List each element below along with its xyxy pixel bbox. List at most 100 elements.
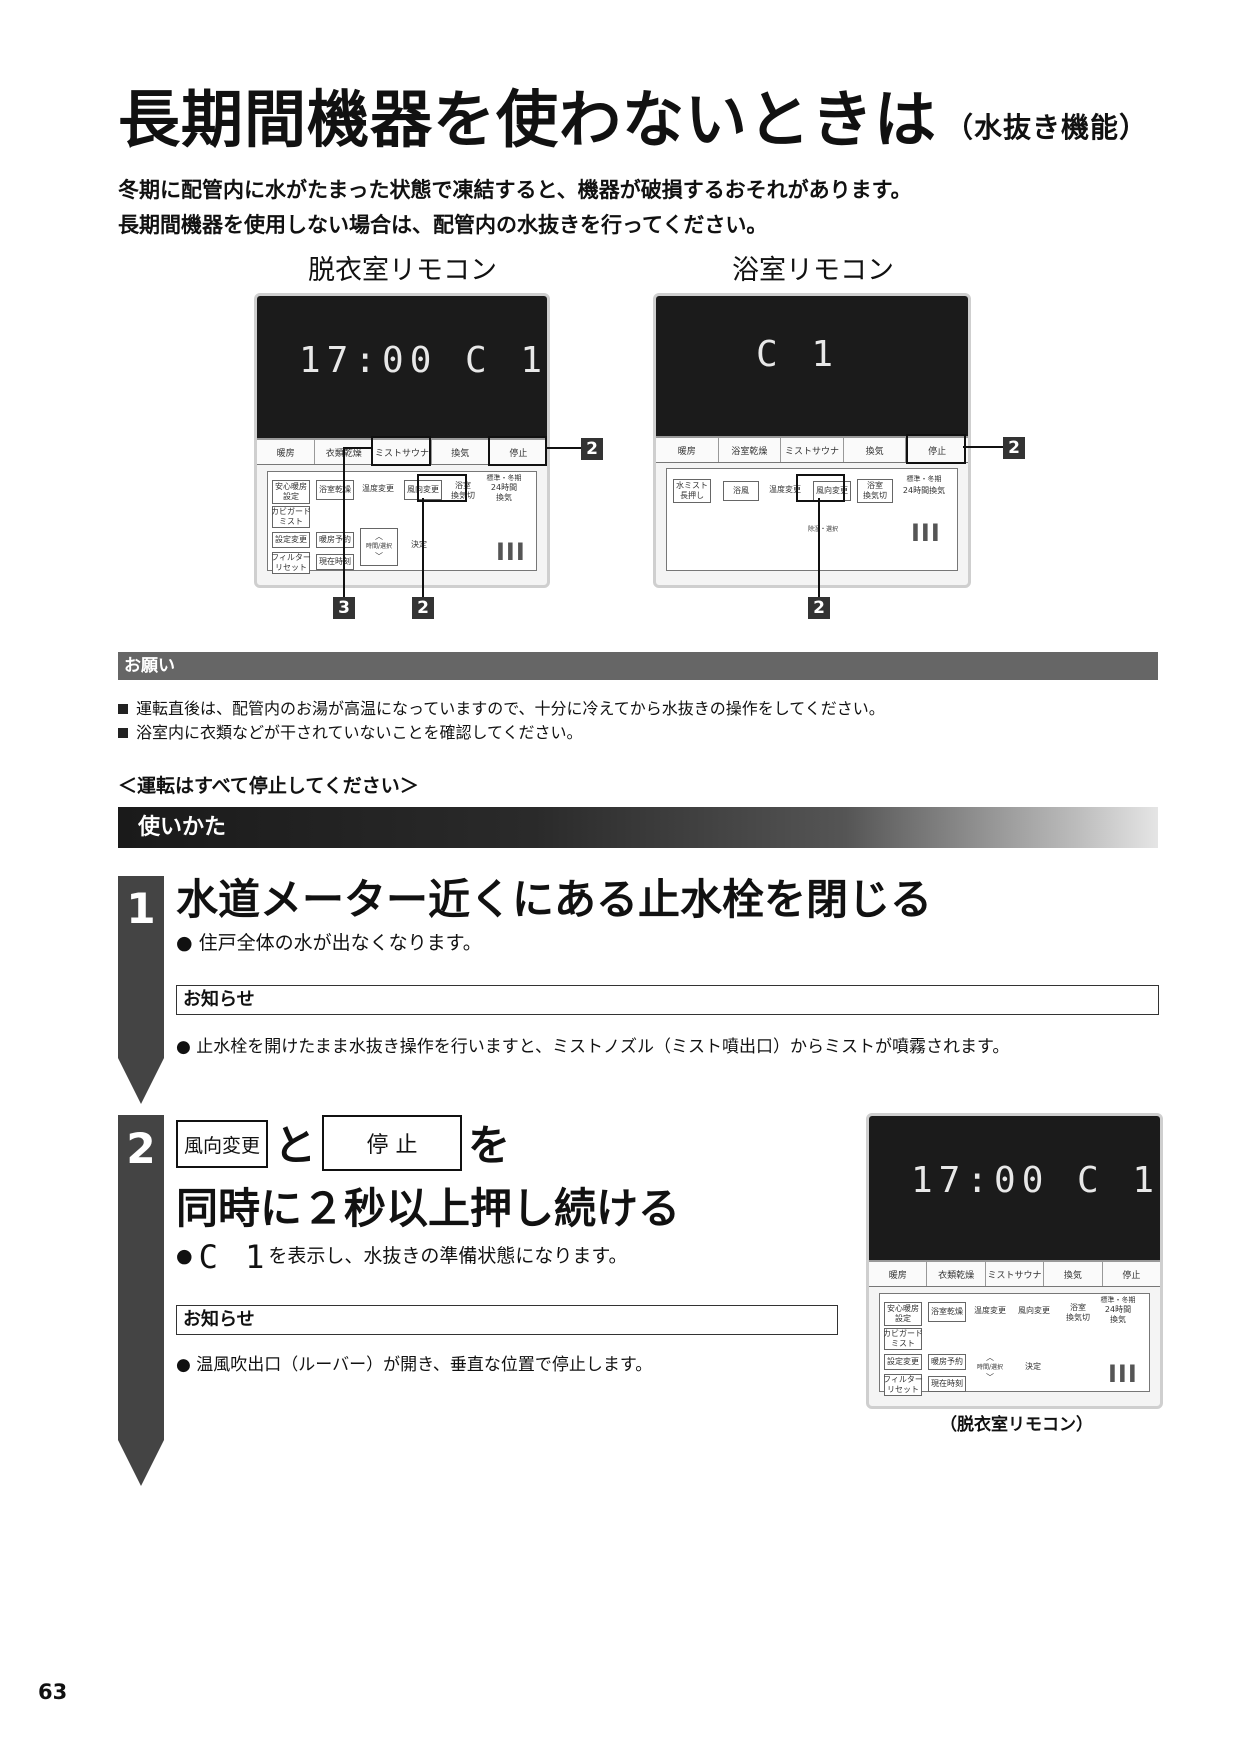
callout-number-2: 2 bbox=[808, 597, 830, 619]
bath-dry-button[interactable]: 浴室乾燥 bbox=[316, 480, 354, 500]
time-select-label: 時間/選択 bbox=[365, 543, 393, 550]
filter-reset-button[interactable]: フィルター リセット bbox=[883, 1374, 923, 1396]
step2-info: ● 温風吹出口（ルーバー）が開き、垂直な位置で停止します。 bbox=[176, 1355, 653, 1375]
24h-vent-button[interactable]: 24時間 換気 bbox=[1098, 1305, 1138, 1325]
airflow-direction-button[interactable]: 風向変更 bbox=[404, 480, 442, 500]
up-icon: ︿ bbox=[375, 532, 383, 541]
24h-vent-button[interactable]: 24時間 換気 bbox=[484, 483, 524, 503]
tab-heating[interactable]: 暖房 bbox=[869, 1262, 928, 1286]
onegai-item: 浴室内に衣類などが干されていないことを確認してください。 bbox=[118, 719, 583, 743]
remote-display: 17:00 C 1 bbox=[869, 1116, 1160, 1262]
dressing-room-remote-small: 17:00 C 1 暖房 衣類乾燥 ミストサウナ 換気 停止 安心暖房 設定 浴… bbox=[866, 1113, 1163, 1409]
button-panel: 安心暖房 設定 浴室乾燥 温度変更 風向変更 浴室 換気切 標準・冬期 24時間… bbox=[879, 1293, 1150, 1396]
callout-line bbox=[344, 447, 372, 449]
airflow-direction-button[interactable]: 風向変更 bbox=[1016, 1302, 1052, 1320]
confirm-button[interactable]: 決定 bbox=[404, 536, 434, 554]
highlight-airflow-direction bbox=[417, 474, 467, 502]
mode-tabs: 暖房 浴室乾燥 ミストサウナ 換気 停止 bbox=[656, 438, 968, 463]
current-time-button[interactable]: 現在時刻 bbox=[928, 1376, 966, 1392]
anshin-button[interactable]: 安心暖房 設定 bbox=[272, 480, 310, 504]
step1-info: ● 止水栓を開けたまま水抜き操作を行いますと、ミストノズル（ミスト噴出口）からミ… bbox=[176, 1037, 1010, 1057]
bath-vent-off-button[interactable]: 浴室 換気切 bbox=[446, 480, 480, 502]
dressing-room-remote: 17:00 C 1 暖房 衣類乾燥 ミストサウナ 換気 停止 安心暖房 設定 浴… bbox=[254, 293, 550, 588]
callout-line bbox=[818, 498, 820, 597]
filter-reset-button[interactable]: フィルター リセット bbox=[271, 552, 311, 574]
callout-number-2: 2 bbox=[1003, 437, 1025, 459]
temp-change-button[interactable]: 温度変更 bbox=[360, 480, 396, 498]
tab-clothes-dry[interactable]: 衣類乾燥 bbox=[927, 1262, 986, 1286]
kabi-guard-button[interactable]: カビガード ミスト bbox=[271, 506, 311, 528]
bath-air-button[interactable]: 浴風 bbox=[723, 481, 759, 501]
onegai-header: お願い bbox=[118, 652, 1158, 680]
howto-header: 使いかた bbox=[118, 807, 1158, 848]
step1-arrow-icon bbox=[118, 1058, 164, 1104]
page-number: 63 bbox=[38, 1680, 68, 1704]
bath-vent-off-button[interactable]: 浴室 換気切 bbox=[857, 479, 893, 503]
step2-arrow-icon bbox=[118, 1440, 164, 1486]
step1-info-header: お知らせ bbox=[176, 985, 1159, 1015]
tab-ventilation[interactable]: 換気 bbox=[844, 438, 907, 462]
tab-ventilation[interactable]: 換気 bbox=[432, 440, 490, 464]
step1-number: 1 bbox=[126, 884, 156, 933]
airflow-direction-button[interactable]: 風向変更 bbox=[813, 481, 851, 501]
heating-timer-button[interactable]: 暖房予約 bbox=[316, 532, 354, 548]
tab-ventilation[interactable]: 換気 bbox=[1044, 1262, 1103, 1286]
remote-display: C 1 bbox=[656, 296, 968, 438]
setting-change-button[interactable]: 設定変更 bbox=[272, 532, 310, 548]
time-select-button[interactable]: ︿ 時間/選択 ﹀ bbox=[360, 528, 398, 566]
square-bullet-icon bbox=[118, 704, 128, 714]
step2-wo: を bbox=[468, 1121, 511, 1170]
callout-line bbox=[422, 498, 424, 597]
bath-dry-button[interactable]: 浴室乾燥 bbox=[928, 1302, 966, 1322]
tab-mist-sauna[interactable]: ミストサウナ bbox=[986, 1262, 1045, 1286]
24h-vent-label: 24時間換気 bbox=[902, 486, 946, 495]
dehumidify-select-label: 除湿・選択 bbox=[807, 526, 838, 533]
callout-number-3: 3 bbox=[333, 597, 355, 619]
callout-line bbox=[545, 447, 581, 449]
airflow-direction-key: 風向変更 bbox=[176, 1120, 268, 1168]
tab-heating[interactable]: 暖房 bbox=[656, 438, 719, 462]
callout-line bbox=[343, 447, 345, 597]
highlight-airflow-direction bbox=[796, 474, 845, 502]
temp-change-button[interactable]: 温度変更 bbox=[972, 1302, 1008, 1320]
step2-heading: 同時に２秒以上押し続ける bbox=[176, 1184, 681, 1233]
step1-heading: 水道メーター近くにある止水栓を閉じる bbox=[176, 875, 933, 924]
temp-change-button[interactable]: 温度変更 bbox=[767, 481, 803, 499]
heating-timer-button[interactable]: 暖房予約 bbox=[928, 1354, 966, 1370]
anshin-button[interactable]: 安心暖房 設定 bbox=[884, 1302, 922, 1326]
display-readout: C 1 bbox=[756, 334, 840, 375]
tab-bath-dry[interactable]: 浴室乾燥 bbox=[719, 438, 782, 462]
button-panel: 水ミスト 長押し 浴風 温度変更 風向変更 浴室 換気切 標準・冬期 24時間換… bbox=[666, 468, 958, 571]
tab-stop[interactable]: 停止 bbox=[1122, 1270, 1141, 1281]
remote-display: 17:00 C 1 bbox=[257, 296, 547, 440]
signal-bars-icon: III bbox=[1108, 1360, 1138, 1388]
down-icon: ﹀ bbox=[375, 552, 383, 561]
stop-all-note: ＜運転はすべて停止してください＞ bbox=[118, 775, 419, 797]
caption-dressing-remote: 脱衣室リモコン bbox=[308, 255, 497, 286]
callout-number-2: 2 bbox=[412, 597, 434, 619]
square-bullet-icon bbox=[118, 728, 128, 738]
tab-mist-sauna[interactable]: ミストサウナ bbox=[781, 438, 844, 462]
up-icon: ︿ bbox=[986, 1353, 994, 1362]
down-icon: ﹀ bbox=[986, 1373, 994, 1382]
confirm-button[interactable]: 決定 bbox=[1018, 1358, 1048, 1376]
tab-mist-sauna[interactable]: ミストサウナ bbox=[373, 440, 432, 464]
water-mist-button[interactable]: 水ミスト 長押し bbox=[673, 479, 711, 503]
button-panel: 安心暖房 設定 浴室乾燥 温度変更 風向変更 浴室 換気切 標準・冬期 24時間… bbox=[267, 471, 537, 574]
kabi-guard-button[interactable]: カビガード ミスト bbox=[883, 1328, 923, 1350]
page-title-suffix: （水抜き機能） bbox=[945, 111, 1149, 144]
time-select-button[interactable]: ︿ 時間/選択 ﹀ bbox=[972, 1350, 1008, 1386]
display-readout: 17:00 C 1 bbox=[911, 1160, 1161, 1201]
signal-bars-icon: III bbox=[911, 519, 941, 547]
lead-text-1: 冬期に配管内に水がたまった状態で凍結すると、機器が破損するおそれがあります。 bbox=[118, 178, 912, 202]
bath-vent-off-button[interactable]: 浴室 換気切 bbox=[1062, 1302, 1094, 1324]
step2-and: と bbox=[274, 1121, 317, 1170]
current-time-button[interactable]: 現在時刻 bbox=[316, 554, 354, 570]
tab-stop[interactable]: 停止 bbox=[928, 446, 947, 457]
step2-number: 2 bbox=[126, 1124, 156, 1173]
tab-heating[interactable]: 暖房 bbox=[257, 440, 316, 464]
tab-stop[interactable]: 停止 bbox=[509, 448, 528, 459]
bathroom-remote: C 1 暖房 浴室乾燥 ミストサウナ 換気 停止 水ミスト 長押し 浴風 温度変… bbox=[653, 293, 971, 588]
onegai-item: 運転直後は、配管内のお湯が高温になっていますので、十分に冷えてから水抜きの操作を… bbox=[118, 695, 885, 719]
setting-change-button[interactable]: 設定変更 bbox=[884, 1354, 922, 1370]
